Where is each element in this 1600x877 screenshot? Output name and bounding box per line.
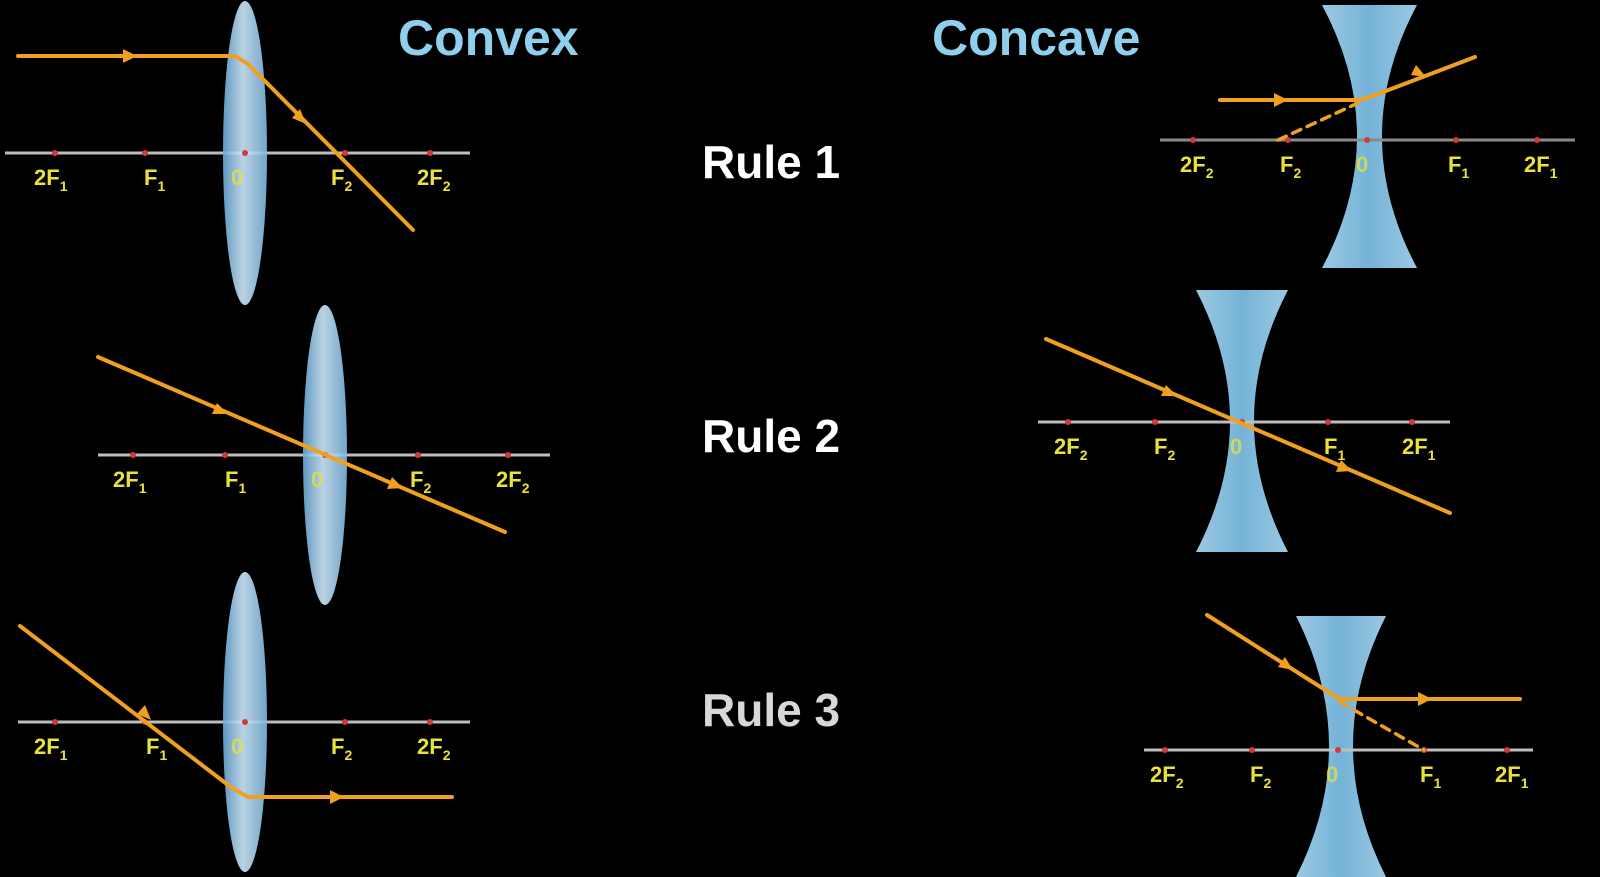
label-2f2: 2F2 (1180, 152, 1214, 181)
rule-2-label: Rule 2 (702, 410, 840, 462)
label-2f1: 2F1 (113, 467, 147, 496)
label-2f2: 2F2 (1054, 434, 1088, 463)
label-2f2: 2F2 (417, 165, 451, 194)
concave-lens (1296, 616, 1386, 877)
label-2f2: 2F2 (1150, 762, 1184, 791)
label-2f1: 2F1 (34, 165, 68, 194)
axis-ticks (1190, 137, 1540, 143)
arrow-icon (387, 477, 403, 489)
label-f2: F2 (1154, 434, 1175, 463)
concave-rule-1: 2F2 F2 0 F1 2F1 (1160, 5, 1575, 268)
virtual-ray (1338, 700, 1426, 752)
arrow-icon (1274, 93, 1288, 107)
label-f1: F1 (1448, 152, 1469, 181)
arrow-icon (1336, 460, 1352, 472)
arrow-icon (123, 49, 137, 63)
arrow-icon (137, 705, 151, 720)
label-f2: F2 (1280, 152, 1301, 181)
label-2f1: 2F1 (1495, 762, 1529, 791)
arrow-icon (212, 403, 228, 414)
concave-rule-2: 2F2 F2 0 F1 2F1 (1038, 290, 1452, 552)
rule-1-label: Rule 1 (702, 136, 840, 188)
virtual-ray (1276, 101, 1360, 142)
label-origin: 0 (1356, 152, 1368, 177)
convex-rule-2: 2F1 F1 0 F2 2F2 (96, 305, 550, 605)
convex-title: Convex (398, 10, 579, 66)
label-f2: F2 (410, 467, 431, 496)
convex-rule-1: 2F1 F1 0 F2 2F2 (5, 1, 470, 305)
convex-rule-3: 2F1 F1 0 F2 2F2 (18, 572, 470, 872)
label-2f1: 2F1 (1524, 152, 1558, 181)
arrow-icon (330, 790, 344, 804)
label-origin: 0 (231, 165, 243, 190)
concave-title: Concave (932, 10, 1140, 66)
axis-ticks (52, 150, 433, 156)
label-f2: F2 (331, 734, 352, 763)
label-2f1: 2F1 (34, 734, 68, 763)
label-f1: F1 (1324, 434, 1345, 463)
light-ray (18, 624, 454, 799)
label-origin: 0 (1326, 762, 1338, 787)
concave-rule-3: 2F2 F2 0 F1 2F1 (1144, 613, 1533, 877)
rule-3-label: Rule 3 (702, 684, 840, 736)
label-origin: 0 (1230, 434, 1242, 459)
label-f1: F1 (225, 467, 246, 496)
label-2f2: 2F2 (496, 467, 530, 496)
label-f2: F2 (1250, 762, 1271, 791)
arrow-icon (1418, 692, 1432, 706)
label-f1: F1 (144, 165, 165, 194)
arrow-icon (1411, 65, 1426, 77)
label-f1: F1 (146, 734, 167, 763)
label-origin: 0 (311, 467, 323, 492)
light-ray (1044, 337, 1452, 515)
light-ray (96, 355, 507, 534)
arrow-icon (1278, 657, 1293, 670)
label-2f1: 2F1 (1402, 434, 1436, 463)
label-f2: F2 (331, 165, 352, 194)
label-f1: F1 (1420, 762, 1441, 791)
concave-lens (1322, 5, 1417, 268)
arrow-icon (292, 109, 306, 124)
label-2f2: 2F2 (417, 734, 451, 763)
light-ray (1218, 55, 1477, 102)
label-origin: 0 (231, 734, 243, 759)
arrow-icon (1161, 385, 1177, 396)
light-ray (16, 54, 415, 232)
